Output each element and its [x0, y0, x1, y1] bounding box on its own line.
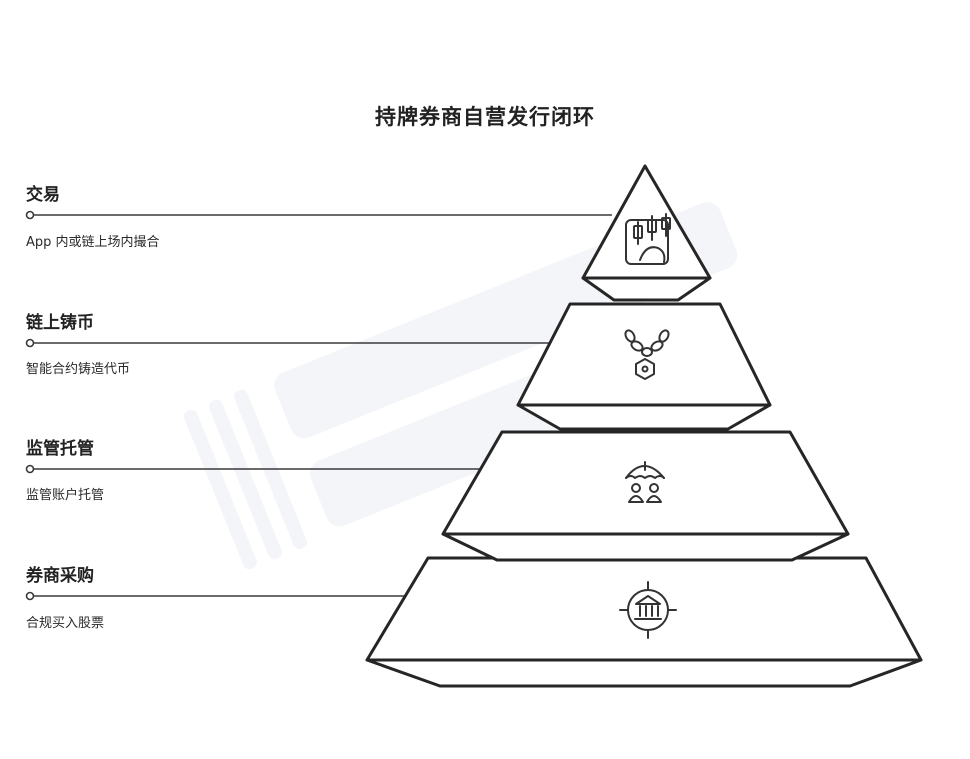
level-2-desc: 智能合约铸造代币: [26, 362, 131, 377]
pyramid-tier-1: [581, 164, 712, 302]
level-1-desc: App 内或链上场内撮合: [26, 235, 160, 250]
bank-target-icon: [619, 581, 677, 639]
chain-token-icon: [624, 329, 670, 380]
pyramid-tier-2: [516, 302, 772, 431]
pyramid-tier-3: [441, 430, 850, 562]
level-4-desc: 合规买入股票: [26, 616, 105, 631]
level-4-name: 券商采购: [26, 566, 94, 586]
level-1-name: 交易: [26, 185, 60, 205]
level-2-name: 链上铸币: [26, 313, 94, 333]
pyramid-tier-4: [365, 556, 923, 688]
diagram-title: 持牌券商自营发行闭环: [375, 105, 595, 129]
umbrella-custody-icon: [625, 461, 665, 503]
connector-level-3: [25, 464, 485, 474]
connector-level-4: [25, 591, 406, 601]
connector-level-2: [25, 338, 552, 348]
level-3-desc: 监管账户托管: [26, 488, 105, 503]
connector-level-1: [25, 210, 612, 220]
trading-chart-icon: [625, 213, 671, 265]
level-3-name: 监管托管: [26, 439, 94, 459]
